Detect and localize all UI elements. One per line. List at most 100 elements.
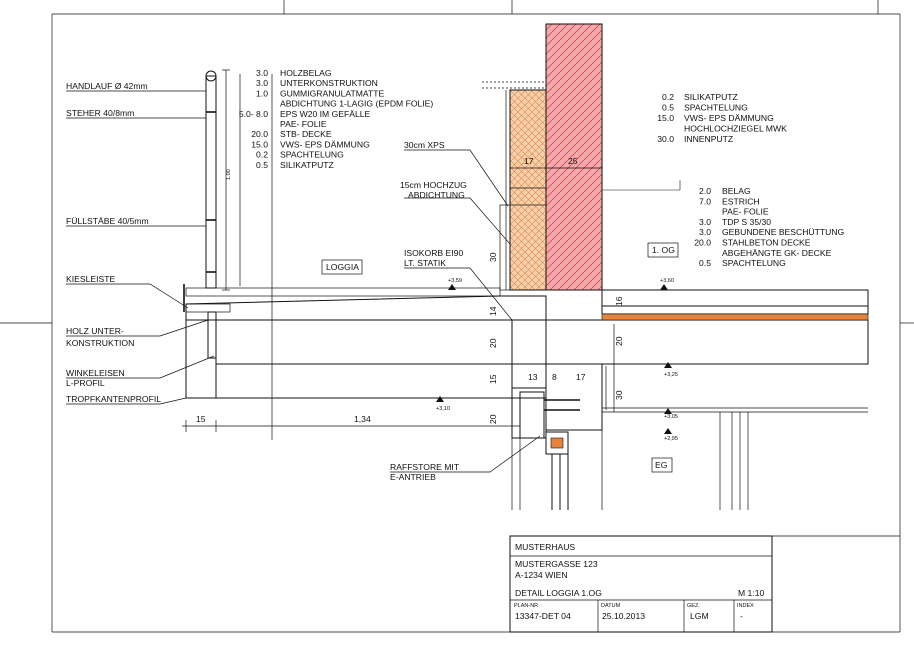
title-date-label: DATUM <box>601 603 621 609</box>
loggia-layer-description: SILIKATPUTZ <box>280 160 334 170</box>
level-labels: +3,59 +3,60 +3,25 +3,10 +3,05 +2,95 <box>436 278 678 442</box>
railing-dimension <box>222 69 230 291</box>
tag-og: 1. OG <box>652 245 675 255</box>
wall-layer-description: HOCHLOCHZIEGEL MWK <box>684 124 787 134</box>
title-plan-nr-label: PLAN-NR <box>514 603 538 609</box>
dim-17: 17 <box>524 156 534 166</box>
label-winkel-2: L-PROFIL <box>66 378 105 388</box>
loggia-layer-description: SPACHTELUNG <box>280 150 344 160</box>
wall-layer-description: SPACHTELUNG <box>684 103 748 113</box>
wall-layer-thickness: 0.2 <box>662 92 674 102</box>
floor-layer-description: GEBUNDENE BESCHÜTTUNG <box>722 227 845 237</box>
isokorb <box>511 319 547 365</box>
dim-15v: 15 <box>488 374 498 384</box>
dim-14: 14 <box>488 306 498 316</box>
loggia-layer-thickness: 3.0 <box>256 78 268 88</box>
floor-layer-thickness: 20.0 <box>694 238 711 248</box>
loggia-layer-thickness: 0.5 <box>256 160 268 170</box>
title-drawn-label: GEZ. <box>687 603 700 609</box>
loggia-layer-thickness: 1.0 <box>256 88 268 98</box>
hidden-edges <box>482 24 681 290</box>
loggia-layer-description: STB- DECKE <box>280 129 332 139</box>
railing-height-label: 1.00 <box>226 169 232 180</box>
title-scale: M 1:10 <box>738 588 764 598</box>
lintel-zone <box>511 363 603 439</box>
bottom-dimension-line <box>182 324 615 432</box>
dim-30a: 30 <box>488 252 498 262</box>
wall-layer-thickness: 30.0 <box>657 134 674 144</box>
wall-layer-description: INNENPUTZ <box>684 134 733 144</box>
title-street: MUSTERGASSE 123 <box>515 559 598 569</box>
wall-layer-description: VWS- EPS DÄMMUNG <box>684 113 774 123</box>
title-plan-nr: 13347-DET 04 <box>515 611 571 621</box>
floor-layer-thickness: 3.0 <box>699 217 711 227</box>
loggia-layer-thickness: 15.0 <box>251 139 268 149</box>
tag-eg: EG <box>655 460 668 470</box>
floor-layer-thickness: 3.0 <box>699 227 711 237</box>
dim-16: 16 <box>614 296 624 306</box>
title-index-label: INDEX <box>737 603 754 609</box>
sheet-frame <box>0 0 914 633</box>
dim-20b: 20 <box>488 414 498 424</box>
floor-layer-description: PAE- FOLIE <box>722 207 769 217</box>
label-isokorb-2: LT. STATIK <box>404 258 446 268</box>
tag-loggia: LOGGIA <box>326 262 359 272</box>
title-project: MUSTERHAUS <box>515 542 575 552</box>
brick-wall-upper <box>505 23 603 291</box>
label-handlauf: HANDLAUF Ø 42mm <box>66 81 148 91</box>
leader-lines <box>66 74 541 473</box>
title-index: - <box>740 611 743 621</box>
wall-layer-thickness: 15.0 <box>657 113 674 123</box>
loggia-layer-thickness: 5.0- 8.0 <box>239 109 268 119</box>
label-kiesleiste: KIESLEISTE <box>66 274 115 284</box>
title-drawing: DETAIL LOGGIA 1.OG <box>515 588 602 598</box>
loggia-layer-thickness: 0.2 <box>256 150 268 160</box>
label-raffstore-2: E-ANTRIEB <box>390 472 436 482</box>
dimension-numbers: 17 25 30 14 20 15 20 13 8 17 16 20 30 15… <box>196 156 624 424</box>
floor-layer-thickness: 0.5 <box>699 258 711 268</box>
xps-insulation <box>499 204 547 291</box>
interior-slab <box>545 289 869 413</box>
label-raffstore-1: RAFFSTORE MIT <box>390 462 460 472</box>
title-date: 25.10.2013 <box>602 611 645 621</box>
raffstore-box <box>519 391 580 455</box>
floor-layer-description: BELAG <box>722 186 751 196</box>
level-359: +3,59 <box>448 278 462 284</box>
label-hochzug-2: ABDICHTUNG <box>408 190 465 200</box>
floor-layer-description: TDP S 35/30 <box>722 217 771 227</box>
dim-25: 25 <box>568 156 578 166</box>
loggia-layer-description: PAE- FOLIE <box>280 119 327 129</box>
decking <box>183 284 501 359</box>
level-295: +2,95 <box>664 436 678 442</box>
dim-13: 13 <box>528 372 538 382</box>
level-360: +3,60 <box>660 278 674 284</box>
loggia-layer-description: GUMMIGRANULATMATTE <box>280 88 385 98</box>
floor-layer-description: STAHLBETON DECKE <box>722 238 811 248</box>
dim-20a: 20 <box>488 338 498 348</box>
dim-8: 8 <box>552 372 557 382</box>
floor-layer-thickness: 2.0 <box>699 186 711 196</box>
wall-layer-description: SILIKATPUTZ <box>684 92 738 102</box>
floor-layer-description: ESTRICH <box>722 196 760 206</box>
floor-layer-description: SPACHTELUNG <box>722 258 786 268</box>
loggia-layer-thickness: 3.0 <box>256 68 268 78</box>
label-holz-2: KONSTRUKTION <box>66 338 134 348</box>
loggia-layer-description: EPS W20 IM GEFÄLLE <box>280 109 371 119</box>
dim-15h: 15 <box>196 414 206 424</box>
railing <box>205 70 217 289</box>
dim-20c: 20 <box>614 336 624 346</box>
dim-134: 1,34 <box>354 414 371 424</box>
title-block: MUSTERHAUS MUSTERGASSE 123 A-1234 WIEN D… <box>509 535 900 633</box>
label-hochzug-1: 15cm HOCHZUG <box>400 180 467 190</box>
room-tags: LOGGIA 1. OG EG <box>321 242 679 473</box>
loggia-layer-description: UNTERKONSTRUKTION <box>280 78 378 88</box>
floor-layer-thickness: 7.0 <box>699 196 711 206</box>
loggia-layer-description: HOLZBELAG <box>280 68 332 78</box>
level-325: +3,25 <box>664 372 678 378</box>
label-xps: 30cm XPS <box>404 140 445 150</box>
loggia-layer-description: VWS- EPS DÄMMUNG <box>280 139 370 149</box>
